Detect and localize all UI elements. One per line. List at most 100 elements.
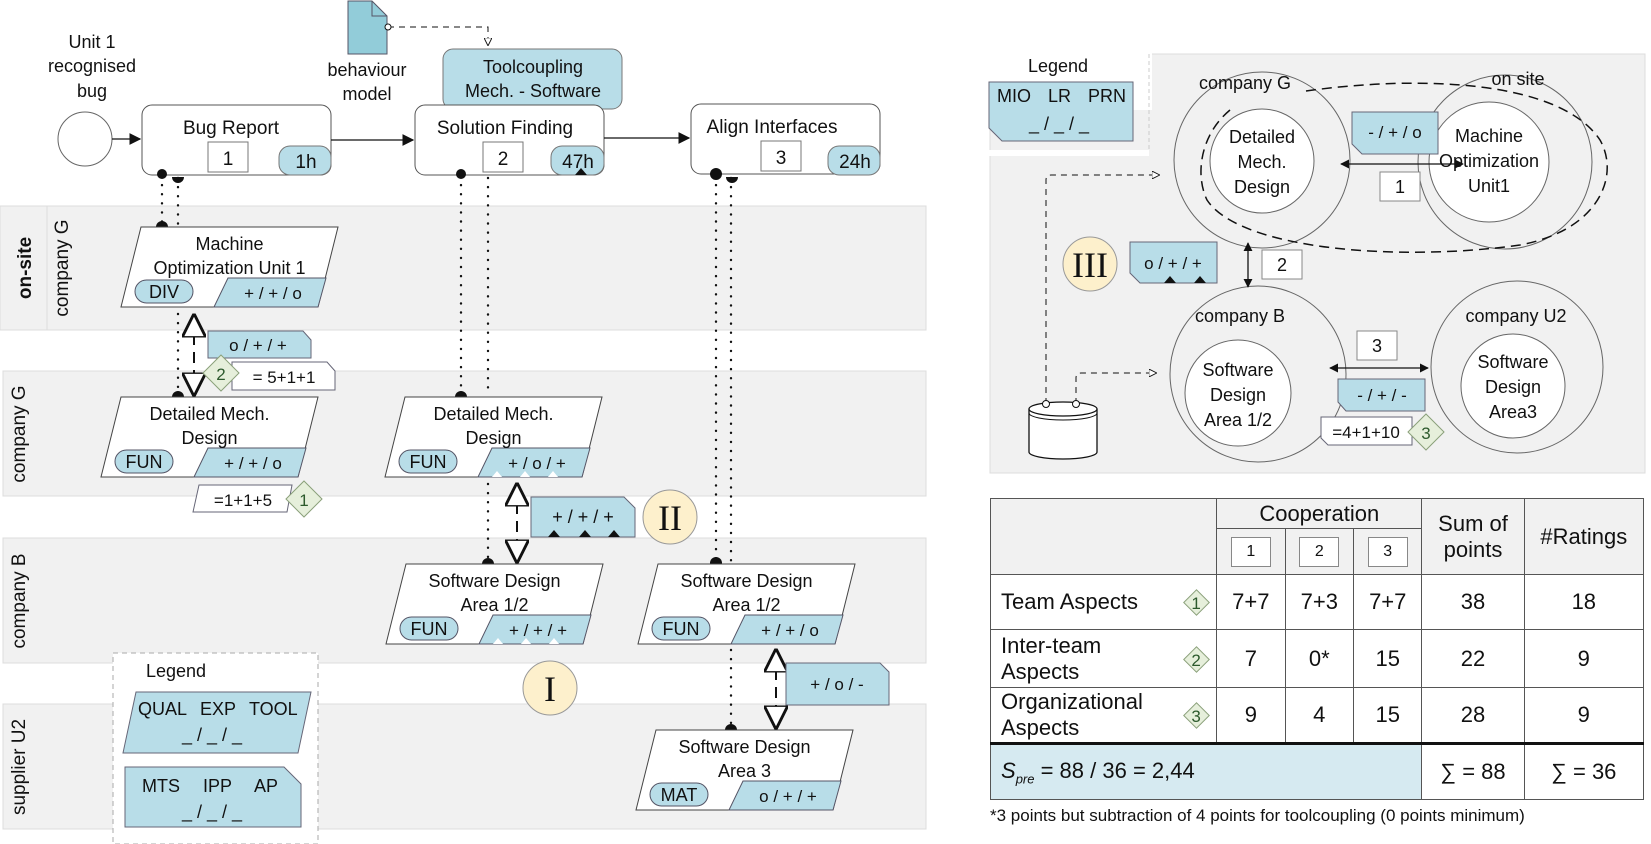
aspect-badge: 2: [216, 365, 225, 384]
cell-sum: 22: [1421, 629, 1525, 688]
process-step-bug-report[interactable]: Bug Report 1 1h: [141, 104, 332, 176]
database-icon[interactable]: [1028, 401, 1098, 460]
connector-dots: [156, 168, 738, 730]
tool-marker-icon: [493, 638, 503, 644]
org-link-rating[interactable]: [1337, 378, 1426, 412]
team-type: FUN: [126, 452, 163, 472]
team-rating: o / + / +: [759, 787, 817, 806]
roman-numeral: III: [1072, 245, 1108, 285]
tool-marker-icon: [549, 638, 559, 644]
roman-marker-II: II: [642, 489, 698, 545]
circle-outer-label: company G: [1199, 73, 1291, 93]
step-number: 3: [776, 148, 787, 169]
interface-rating-text: + / o / -: [810, 675, 863, 694]
lane-label: supplier U2: [9, 719, 30, 815]
tool-marker-icon: [492, 471, 502, 477]
process-step-align-interfaces[interactable]: Align Interfaces 3 24h: [690, 103, 881, 176]
team-rating-box: [730, 614, 844, 645]
team-rating-box: [728, 780, 842, 811]
legend-title: Legend: [146, 661, 206, 681]
team-rating: + / + / o: [244, 284, 302, 303]
step-number-box: [207, 141, 249, 173]
cell: 4: [1284, 687, 1355, 744]
team-name: Detailed Mech.: [433, 404, 553, 424]
team-name: Software Design: [680, 571, 812, 591]
interface-rating-1[interactable]: o / + / +: [207, 330, 312, 359]
duration-badge: [827, 145, 881, 176]
team-type: MAT: [661, 785, 698, 805]
org-link-rating[interactable]: [1351, 111, 1439, 155]
interface-rating-legend: [124, 766, 302, 828]
team-name: Design: [181, 428, 237, 448]
cell-sum: 38: [1421, 574, 1525, 630]
team-type-badge: [114, 449, 174, 474]
total-row: Spre = 88 / 36 = 2,44 ∑ = 88 ∑ = 36: [989, 742, 1645, 800]
circle-outer-label: company B: [1195, 306, 1285, 326]
team-name: Optimization Unit 1: [153, 258, 305, 278]
coop-col-2: 2: [1284, 528, 1355, 575]
step-number-box: [482, 141, 524, 173]
step-label: Bug Report: [183, 118, 280, 139]
interface-rating-2[interactable]: + / + / +: [530, 496, 636, 538]
link-number-box: [1356, 330, 1398, 361]
link-number: 1: [1395, 177, 1405, 197]
roman-numeral: II: [658, 498, 682, 538]
interface-rating-3[interactable]: + / o / -: [785, 662, 890, 706]
org-link-rating[interactable]: [1129, 241, 1218, 284]
interface-rating-text: o / + / +: [229, 336, 287, 355]
interface-formula-1: = 5+1+1 2: [202, 354, 336, 392]
lane-label: company G: [9, 385, 30, 482]
score-table: Cooperation Sum of points #Ratings 1 2 3…: [989, 498, 1645, 800]
link-number: 3: [1372, 336, 1382, 356]
link-number-box: [1261, 249, 1303, 280]
total-points: ∑ = 88: [1421, 742, 1525, 800]
cell-ratings: 18: [1523, 574, 1645, 630]
cell: 15: [1352, 687, 1423, 744]
roman-marker-I: I: [522, 660, 578, 716]
cell: 7: [1216, 629, 1286, 688]
team-type: FUN: [663, 619, 700, 639]
tool-marker-icon: [575, 168, 587, 175]
step-duration: 47h: [562, 152, 594, 173]
cooperation-header: Cooperation: [1216, 498, 1423, 529]
tool-marker-icon: [548, 471, 558, 477]
interface-arrows: [194, 316, 776, 727]
team-name: Software Design: [678, 737, 810, 757]
aspect-badge: 1: [299, 491, 308, 510]
spre-score: Spre = 88 / 36 = 2,44: [989, 742, 1423, 800]
cell-ratings: 9: [1523, 687, 1645, 744]
org-rating-legend: [988, 81, 1134, 142]
process-step-solution-finding[interactable]: Solution Finding 2 47h: [414, 104, 605, 176]
coop-col-1: 1: [1216, 528, 1286, 575]
ratings-header: #Ratings: [1523, 498, 1645, 575]
cell: 7+7: [1216, 574, 1286, 630]
team-rating-legend: [122, 691, 312, 754]
aspect-diamond-icon: [285, 480, 323, 518]
team-type: DIV: [149, 282, 179, 302]
team-name: Software Design: [428, 571, 560, 591]
